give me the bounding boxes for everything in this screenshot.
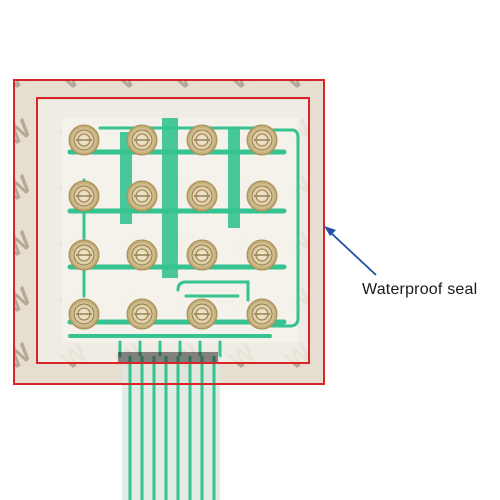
dome-contact	[68, 124, 100, 156]
dome-contact	[126, 239, 158, 271]
waterproof-seal-label: Waterproof seal	[362, 281, 478, 298]
outer-seal-outline	[13, 79, 325, 385]
dome-contact-grid	[68, 124, 278, 330]
dome-contact	[246, 298, 278, 330]
dome-contact	[186, 124, 218, 156]
dome-contact	[68, 180, 100, 212]
circuit-traces	[67, 118, 300, 358]
flex-tail	[118, 352, 220, 500]
dome-contact	[68, 298, 100, 330]
dome-contact	[186, 239, 218, 271]
dome-contact	[246, 180, 278, 212]
dome-contact	[126, 180, 158, 212]
inner-seal-outline	[36, 97, 310, 364]
dome-contact	[126, 298, 158, 330]
dome-contact	[126, 124, 158, 156]
dome-contact	[246, 124, 278, 156]
dome-contact	[186, 180, 218, 212]
dome-contact	[246, 239, 278, 271]
dome-contact	[68, 239, 100, 271]
seal-outline	[13, 79, 325, 385]
arrow-pointer-icon	[324, 226, 377, 276]
dome-contact	[186, 298, 218, 330]
